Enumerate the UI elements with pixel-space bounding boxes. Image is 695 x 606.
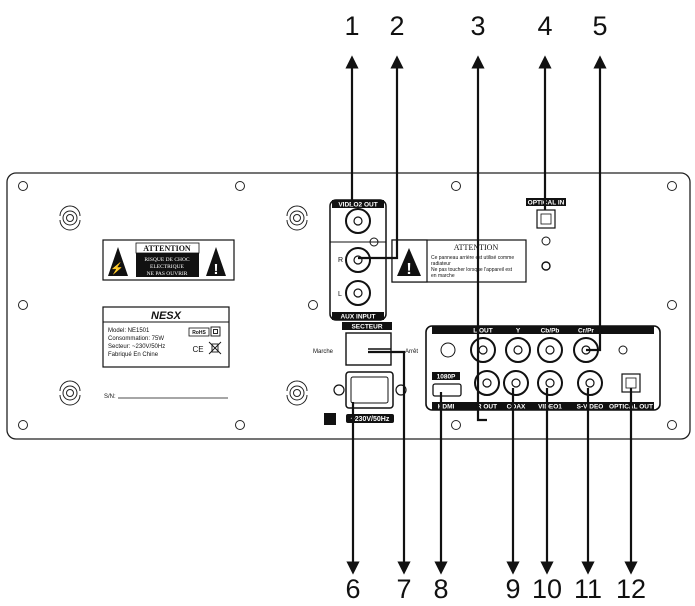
- callout-10: 10: [532, 574, 562, 604]
- r-out-label: R OUT: [477, 404, 497, 411]
- brand-logo: NESX: [151, 310, 182, 322]
- serial-label: S/N:: [104, 394, 116, 400]
- l-out-jack[interactable]: [470, 337, 496, 363]
- power-switch-block: SECTEUR: [342, 322, 392, 366]
- rohs-mark: RoHS: [192, 330, 206, 336]
- ce-mark: CE: [192, 345, 203, 354]
- svideo-label: S-VIDEO: [577, 404, 604, 411]
- warning-left-line1: RISQUE DE CHOC: [144, 257, 190, 263]
- callout-1: 1: [344, 11, 359, 41]
- nameplate-consumption: Consommation: 75W: [108, 336, 164, 342]
- callout-6: 6: [345, 574, 360, 604]
- nameplate-mains: Secteur: ~230V/50Hz: [108, 344, 165, 350]
- callout-9: 9: [505, 574, 520, 604]
- y-label: Y: [516, 328, 521, 335]
- hdmi-port[interactable]: [432, 383, 462, 397]
- marche-label: Marche: [313, 349, 334, 355]
- video1-label: VIDEO1: [538, 404, 562, 411]
- video1-jack[interactable]: [537, 370, 563, 396]
- aux-l-label: L: [338, 291, 342, 298]
- warning-label-left: ⚡ ! ATTENTION RISQUE DE CHOC ELECTRIQUE …: [102, 239, 235, 281]
- warning-right-line3: Ne pas toucher lorsque l'appareil est: [431, 267, 513, 273]
- aux-l-jack[interactable]: [345, 280, 371, 306]
- warning-right-line1: Ce panneau arrière est utilisé comme: [431, 255, 514, 261]
- crpr-label: Cr/Pr: [578, 328, 594, 335]
- warning-left-title: ATTENTION: [143, 244, 191, 253]
- hdmi-label: HDMI: [438, 404, 455, 411]
- callout-3: 3: [470, 11, 485, 41]
- secteur-label: SECTEUR: [351, 324, 382, 331]
- weee-bin-icon: [208, 341, 222, 355]
- mounting-holes: [59, 205, 308, 406]
- warning-right-title: ATTENTION: [454, 243, 499, 252]
- optical-in-label: OPTICAL IN: [528, 200, 565, 207]
- power-inlet[interactable]: [333, 371, 407, 409]
- svg-text:!: !: [406, 261, 411, 278]
- double-insulation-icon: [210, 326, 221, 337]
- warning-right-line4: en marche: [431, 273, 455, 279]
- coax-jack[interactable]: [503, 370, 529, 396]
- panel-screws: [18, 181, 677, 430]
- nameplate: NESX Model: NE1501 Consommation: 75W Sec…: [102, 306, 230, 368]
- ground-terminal: [324, 413, 336, 425]
- callout-5: 5: [592, 11, 607, 41]
- cbpb-jack[interactable]: [537, 337, 563, 363]
- callout-2: 2: [389, 11, 404, 41]
- callout-11: 11: [574, 574, 602, 604]
- mains-voltage-label: ~230V/50Hz: [351, 416, 390, 423]
- warning-left-line2: ELECTRIQUE: [150, 264, 185, 270]
- output-panel: [425, 325, 661, 411]
- callout-7: 7: [396, 574, 411, 604]
- coax-label: COAX: [507, 404, 526, 411]
- r-out-jack[interactable]: [474, 370, 500, 396]
- aux-input-label: AUX INPUT: [340, 314, 375, 321]
- callout-4: 4: [537, 11, 552, 41]
- video2-out-label: VIDEO2 OUT: [338, 202, 377, 209]
- callout-12: 12: [616, 574, 646, 604]
- callout-8: 8: [433, 574, 448, 604]
- nameplate-origin: Fabriqué En Chine: [108, 352, 159, 358]
- aux-r-label: R: [338, 257, 343, 264]
- callout-arrows: [345, 55, 638, 575]
- nameplate-model: Model: NE1501: [108, 328, 150, 334]
- warning-right-line2: radiateur: [431, 261, 451, 267]
- cbpb-label: Cb/Pb: [541, 328, 560, 335]
- video-aux-block: [329, 199, 387, 321]
- 1080p-label: 1080P: [437, 374, 456, 381]
- warning-label-right: ! ATTENTION Ce panneau arrière est utili…: [391, 239, 527, 283]
- arret-label: Arrêt: [405, 349, 418, 355]
- warning-left-line3: NE PAS OUVRIR: [147, 271, 188, 277]
- optical-in-port[interactable]: [536, 209, 556, 229]
- l-out-label: L OUT: [473, 328, 492, 335]
- svg-text:⚡: ⚡: [110, 262, 124, 275]
- lightning-warning-icon: [108, 247, 128, 276]
- video2-out-jack[interactable]: [345, 208, 371, 234]
- y-jack[interactable]: [505, 337, 531, 363]
- heat-warning-icon: [397, 248, 421, 276]
- aux-r-jack[interactable]: [345, 247, 371, 273]
- svg-text:!: !: [214, 261, 219, 278]
- exclamation-warning-icon: [206, 247, 226, 276]
- svideo-jack[interactable]: [577, 370, 603, 396]
